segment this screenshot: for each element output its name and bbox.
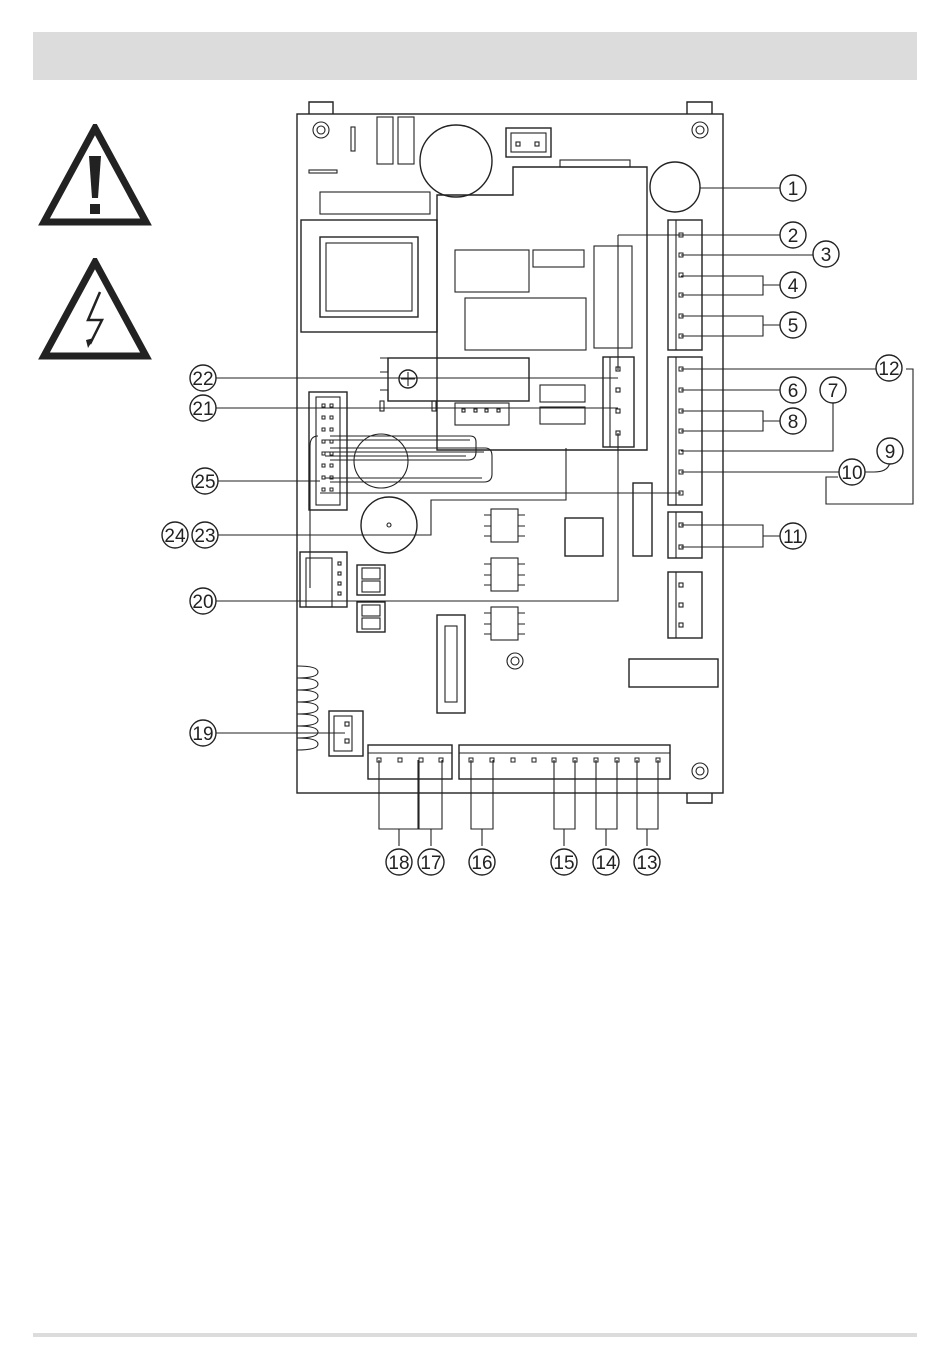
callout-20: 20	[190, 588, 216, 614]
callout-number: 9	[885, 442, 896, 463]
callout-number: 5	[788, 316, 799, 337]
callout-number: 25	[194, 472, 215, 493]
callout-number: 22	[192, 369, 213, 390]
callout-12: 12	[876, 355, 902, 381]
callout-24: 24	[162, 522, 188, 548]
callout-number: 23	[194, 526, 215, 547]
callout-2: 2	[780, 222, 806, 248]
callout-19: 19	[190, 720, 216, 746]
callout-8: 8	[780, 408, 806, 434]
callout-number: 24	[164, 526, 186, 547]
callout-13: 13	[634, 849, 660, 875]
callout-number: 11	[783, 527, 803, 548]
callout-6: 6	[780, 377, 806, 403]
callout-10: 10	[839, 459, 865, 485]
callout-18: 18	[386, 849, 412, 875]
callout-21: 21	[190, 395, 216, 421]
callout-7: 7	[820, 377, 846, 403]
callout-16: 16	[469, 849, 495, 875]
callout-14: 14	[593, 849, 619, 875]
callout-15: 15	[551, 849, 577, 875]
callout-number: 16	[471, 853, 492, 874]
callout-9: 9	[877, 438, 903, 464]
callout-number: 14	[595, 853, 617, 874]
callout-number: 13	[636, 853, 657, 874]
callout-number: 1	[788, 179, 799, 200]
callout-number: 4	[788, 276, 799, 297]
callout-number: 7	[828, 381, 839, 402]
callout-1: 1	[780, 175, 806, 201]
callout-22: 22	[190, 365, 216, 391]
callout-number: 15	[553, 853, 574, 874]
callout-25: 25	[192, 468, 218, 494]
footer-line	[33, 1333, 917, 1337]
callout-number: 8	[788, 412, 799, 433]
pcb-board	[297, 102, 723, 803]
callout-number: 2	[788, 226, 799, 247]
callout-number: 21	[192, 399, 213, 420]
callout-number: 18	[388, 853, 409, 874]
callout-number: 3	[821, 245, 832, 266]
callout-3: 3	[813, 241, 839, 267]
callout-5: 5	[780, 312, 806, 338]
callout-number: 6	[788, 381, 799, 402]
callout-11: 11	[780, 523, 806, 549]
callout-number: 17	[420, 853, 441, 874]
callout-17: 17	[418, 849, 444, 875]
callout-4: 4	[780, 272, 806, 298]
callout-number: 10	[841, 463, 862, 484]
callout-number: 20	[192, 592, 213, 613]
callout-number: 19	[192, 724, 213, 745]
callout-number: 12	[878, 359, 899, 380]
callout-23: 23	[192, 522, 218, 548]
